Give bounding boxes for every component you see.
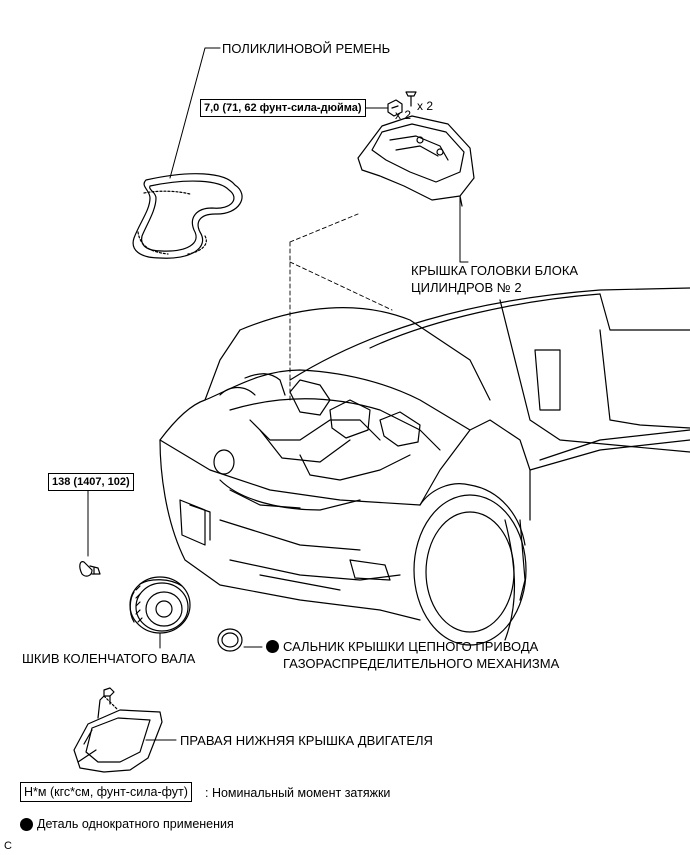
cover-label-line1: КРЫШКА ГОЛОВКИ БЛОКА <box>411 263 579 278</box>
cover-clip-drawing <box>405 91 417 107</box>
pulley-label: ШКИВ КОЛЕНЧАТОГО ВАЛА <box>22 651 196 666</box>
legend-torque-description: : Номинальный момент затяжки <box>205 786 391 800</box>
under-cover-bolt-drawing <box>103 687 115 705</box>
pulley-bolt-torque: 138 (1407, 102) <box>48 473 134 491</box>
crankshaft-pulley-drawing <box>129 576 191 634</box>
figure-code: C <box>4 840 12 852</box>
legend-non-reusable-dot-icon <box>20 818 33 831</box>
cover-nut-torque: 7,0 (71, 62 фунт-сила-дюйма) <box>200 99 366 117</box>
seal-label-line1: САЛЬНИК КРЫШКИ ЦЕПНОГО ПРИВОДА <box>283 639 539 654</box>
ribbed-belt-drawing <box>132 173 243 259</box>
vehicle-drawing <box>159 287 690 646</box>
under-cover-label: ПРАВАЯ НИЖНЯЯ КРЫШКА ДВИГАТЕЛЯ <box>180 733 433 748</box>
clip-quantity: x 2 <box>417 99 434 113</box>
legend-non-reusable-text: Деталь однократного применения <box>37 817 234 831</box>
nut-quantity: x 2 <box>395 108 412 122</box>
cylinder-head-cover-drawing <box>357 115 475 207</box>
non-reusable-dot-icon <box>266 640 279 653</box>
pulley-bolt-drawing <box>79 561 101 577</box>
cover-label-line2: ЦИЛИНДРОВ № 2 <box>411 280 522 295</box>
engine-under-cover-drawing <box>73 695 163 773</box>
seal-label-line2: ГАЗОРАСПРЕДЕЛИТЕЛЬНОГО МЕХАНИЗМА <box>283 656 560 671</box>
belt-label: ПОЛИКЛИНОВОЙ РЕМЕНЬ <box>222 41 391 56</box>
legend-torque-unit-box: Н*м (кгс*см, фунт-сила-фут) <box>20 782 192 802</box>
cover-nut-drawing <box>387 99 403 117</box>
oil-seal-drawing <box>217 628 243 652</box>
